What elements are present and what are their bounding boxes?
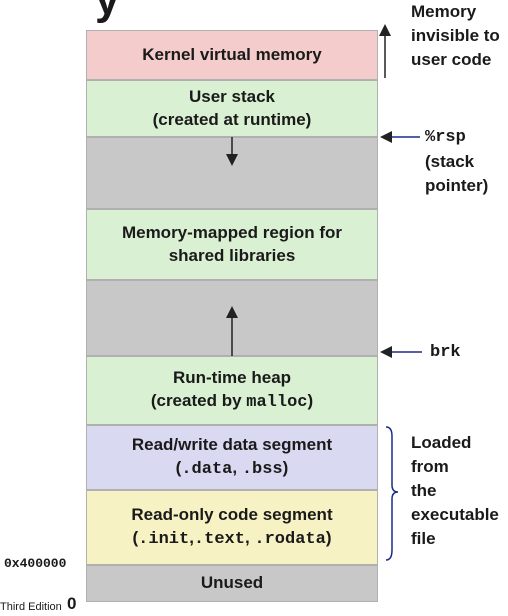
heap-label: Run-time heap <box>172 367 292 387</box>
code-segment-sections: (.init,.text, .rodata) <box>132 527 332 549</box>
address-zero: 0 <box>67 594 77 613</box>
code-segment-label: Read-only code segment <box>131 504 333 524</box>
brk-label: brk <box>430 343 461 362</box>
memory-mapped-region-segment: Memory-mapped region for shared librarie… <box>86 209 378 280</box>
loaded-from-executable-note: Loaded from the executable file <box>411 433 499 548</box>
data-segment-label: Read/write data segment <box>131 434 333 454</box>
mmap-label-line2: shared libraries <box>168 245 296 265</box>
rodata-section-code: .rodata <box>254 529 326 549</box>
read-write-data-segment: Read/write data segment (.data, .bss) <box>86 425 378 490</box>
data-segment-sections: (.data, .bss) <box>175 457 289 479</box>
user-stack-sublabel: (created at runtime) <box>152 109 312 129</box>
kernel-label: Kernel virtual memory <box>142 44 322 64</box>
loaded-brace <box>385 426 399 561</box>
user-stack-segment: User stack (created at runtime) <box>86 80 378 137</box>
init-section-code: .init <box>138 529 190 549</box>
footer-edition-text: Third Edition <box>0 601 62 613</box>
title-fragment: y <box>95 0 119 22</box>
mmap-label-line1: Memory-mapped region for <box>121 222 343 242</box>
unused-segment: Unused <box>86 565 378 602</box>
unused-label: Unused <box>200 573 264 593</box>
rsp-register-label: %rsp <box>425 128 466 147</box>
read-only-code-segment: Read-only code segment (.init,.text, .ro… <box>86 490 378 565</box>
memory-invisible-note: Memory invisible to user code <box>411 2 500 69</box>
address-0x400000: 0x400000 <box>4 556 67 571</box>
malloc-code: malloc <box>246 392 308 412</box>
stack-pointer-note: (stack pointer) <box>425 152 489 195</box>
kernel-virtual-memory-segment: Kernel virtual memory <box>86 30 378 80</box>
user-stack-label: User stack <box>188 86 275 106</box>
data-section-code: .data <box>181 459 233 479</box>
bss-section-code: .bss <box>241 459 283 479</box>
heap-sublabel: (created by malloc) <box>150 390 314 412</box>
runtime-heap-segment: Run-time heap (created by malloc) <box>86 356 378 425</box>
text-section-code: .text <box>193 529 245 549</box>
